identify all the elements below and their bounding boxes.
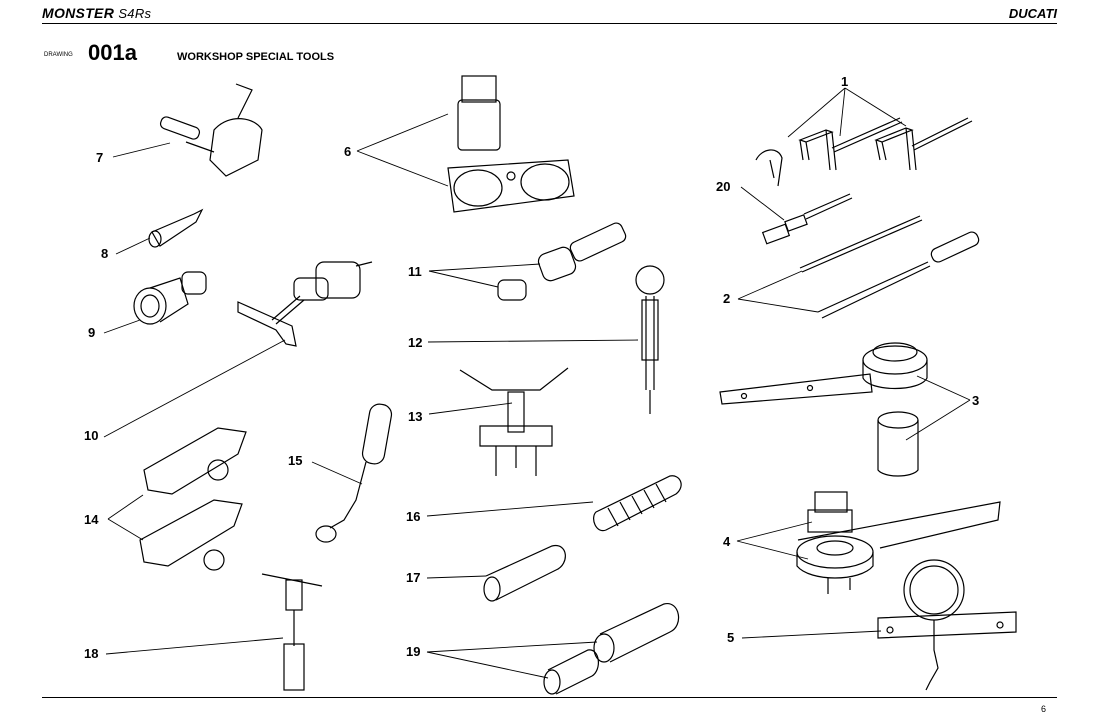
tool-13-puller <box>459 367 569 476</box>
tool-12-dial-indicator <box>635 265 665 414</box>
model-variant: S4Rs <box>118 6 152 21</box>
tool-20-driver <box>761 193 853 245</box>
callout-2: 2 <box>723 291 731 306</box>
callout-1: 1 <box>841 74 849 89</box>
model-name: MONSTER <box>42 5 115 21</box>
header-model: MONSTER S4Rs <box>42 5 151 21</box>
tool-19-sleeves <box>543 603 680 695</box>
callout-8: 8 <box>101 246 109 261</box>
tool-4-hub-wrench <box>796 491 1001 594</box>
tool-18-t-bar <box>261 573 323 691</box>
tool-17-bushing <box>483 545 566 602</box>
tool-9-socket <box>133 271 207 325</box>
callout-15: 15 <box>288 453 303 468</box>
tool-7-hook-tool <box>159 83 263 177</box>
tool-15-lever <box>315 403 393 543</box>
tool-16-knurled-bar <box>593 475 682 532</box>
callout-13: 13 <box>408 409 423 424</box>
tool-10-t-handle <box>237 261 373 347</box>
callout-11: 11 <box>408 264 422 279</box>
callout-19: 19 <box>406 644 421 659</box>
leader-lines <box>103 87 971 679</box>
tool-14-brackets <box>139 427 247 571</box>
callout-3: 3 <box>972 393 980 408</box>
page-number: 6 <box>1041 704 1047 714</box>
tool-6-holder <box>447 75 575 213</box>
tool-11-sockets <box>497 222 627 301</box>
tool-8-cone <box>148 208 204 248</box>
callout-17: 17 <box>406 570 421 585</box>
drawing-label: DRAWING <box>44 52 73 58</box>
brand-name: DUCATI <box>1008 6 1057 21</box>
callout-4: 4 <box>723 534 731 549</box>
callout-16: 16 <box>406 509 421 524</box>
tool-1-forks <box>755 117 973 187</box>
callout-18: 18 <box>84 646 99 661</box>
tool-2-rods <box>799 215 980 319</box>
callout-9: 9 <box>88 325 96 340</box>
callout-10: 10 <box>84 428 99 443</box>
tool-3-wrench <box>719 342 928 477</box>
tool-5-dial-gauge <box>877 559 1017 691</box>
callout-6: 6 <box>344 144 352 159</box>
callout-5: 5 <box>727 630 735 645</box>
callout-20: 20 <box>716 179 731 194</box>
header-rule <box>42 23 1057 24</box>
drawing-number: 001a <box>88 40 137 65</box>
footer-rule <box>42 697 1057 698</box>
drawing-title: WORKSHOP SPECIAL TOOLS <box>177 51 335 63</box>
callout-12: 12 <box>408 335 423 350</box>
callout-14: 14 <box>84 512 99 527</box>
callout-7: 7 <box>96 150 104 165</box>
